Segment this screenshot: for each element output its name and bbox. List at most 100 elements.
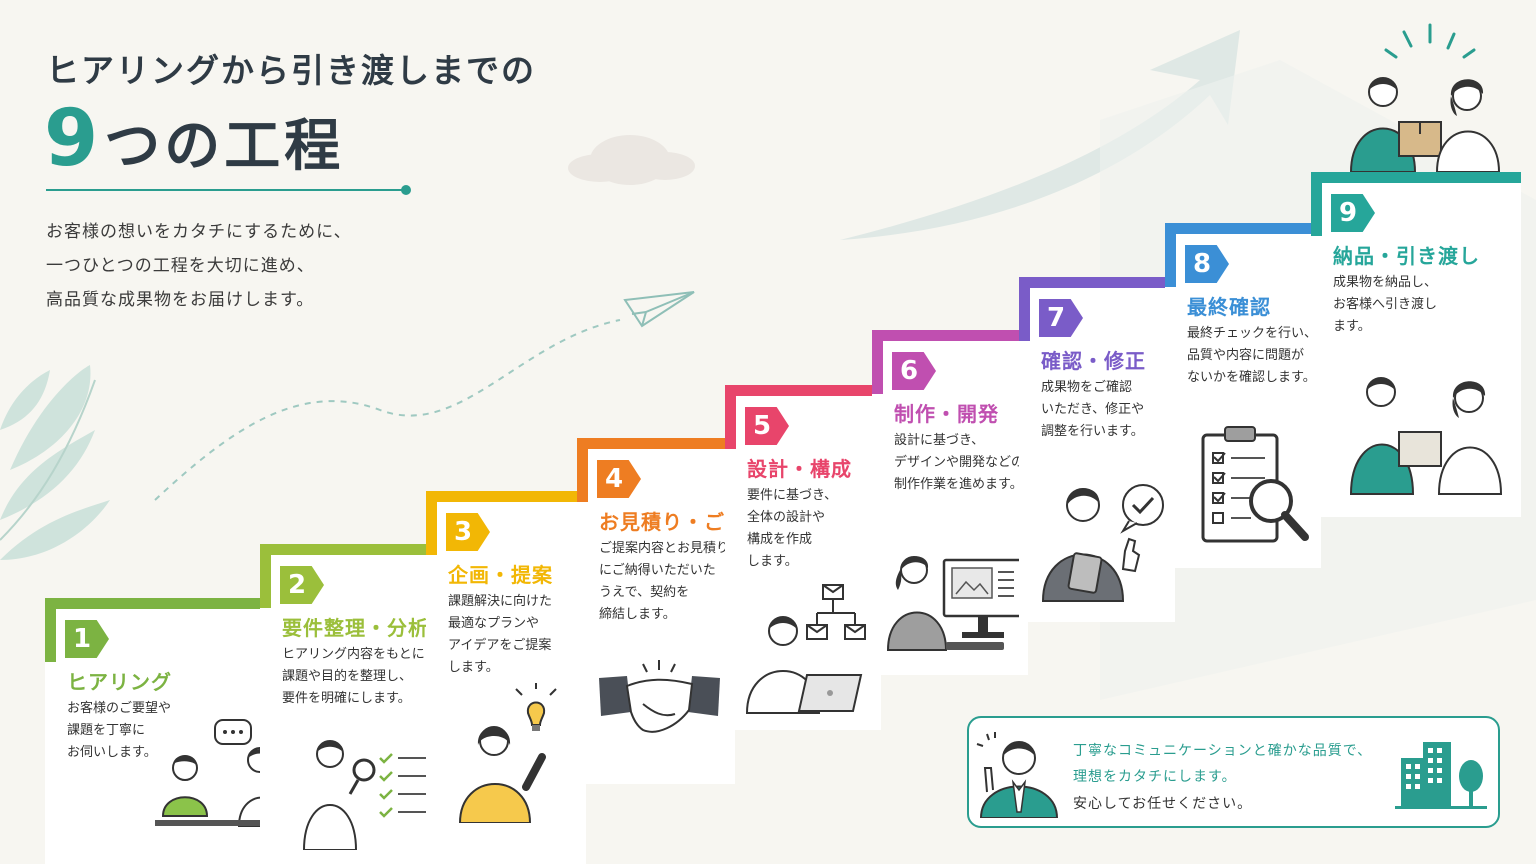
desc-line: 要件を明確にします。 <box>282 691 411 706</box>
step-topbar <box>577 438 735 449</box>
intro-line: 一つひとつの工程を大切に進め、 <box>46 256 315 276</box>
step-number-badge: 2 <box>280 566 324 604</box>
desc-line: デザインや開発などの <box>894 455 1025 470</box>
desc-line: 締結します。 <box>599 607 676 622</box>
step-number-badge: 5 <box>745 407 789 445</box>
title-divider <box>46 189 406 191</box>
step-card-6: 6 制作・開発 設計に基づき、 デザインや開発などの 制作作業を進めます。 <box>872 330 1028 675</box>
desc-line: 全体の設計や <box>747 510 826 525</box>
step-sidebar <box>872 330 883 394</box>
intro-line: お客様の想いをカタチにするために、 <box>46 222 352 242</box>
desc-line: します。 <box>747 554 798 569</box>
step-sidebar <box>45 598 56 662</box>
desc-line: 品質や内容に問題が <box>1187 348 1305 363</box>
step-number-badge: 1 <box>65 620 109 658</box>
step-sidebar <box>1019 277 1030 341</box>
title-number: 9 <box>44 94 99 184</box>
step-card-8: 8 最終確認 最終チェックを行い、 品質や内容に問題が ないかを確認します。 <box>1165 223 1321 568</box>
step-description: お客様のご要望や 課題を丁寧に お伺いします。 <box>67 698 171 764</box>
review-person-icon <box>1041 484 1164 602</box>
desc-line: うえで、契約を <box>599 585 690 600</box>
desc-line: 成果物をご確認 <box>1041 380 1133 395</box>
step-sidebar <box>577 438 588 502</box>
page-title: ヒアリングから引き渡しまでの <box>46 51 536 90</box>
desc-line: ご提案内容とお見積り <box>599 541 730 556</box>
message-line-2: 理想をカタチにします。 <box>1073 769 1237 785</box>
step-number-badge: 6 <box>892 352 936 390</box>
desc-line: 構成を作成 <box>747 532 813 547</box>
step-number-badge: 7 <box>1039 299 1083 337</box>
intro-text: お客様の想いをカタチにするために、 一つひとつの工程を大切に進め、 高品質な成果… <box>46 215 352 317</box>
sparkle-icon <box>1384 23 1476 59</box>
step-title: 納品・引き渡し <box>1333 244 1480 268</box>
developer-monitor-icon <box>886 556 1024 651</box>
step-sidebar <box>725 385 736 449</box>
step-card-3: 3 企画・提案 課題解決に向けた 最適なプランや アイデアをご提案 します。 <box>426 491 586 864</box>
step-title: 要件整理・分析 <box>282 616 429 640</box>
designer-laptop-icon <box>745 584 866 714</box>
desc-line: 要件に基づき、 <box>747 488 838 503</box>
desc-line: お客様のご要望や <box>67 701 172 716</box>
step-topbar <box>872 330 1028 341</box>
step-sidebar <box>1165 223 1176 287</box>
desc-line: 設計に基づき、 <box>894 433 985 448</box>
step-topbar <box>1019 277 1175 288</box>
cloud-icon <box>568 135 695 185</box>
desc-line: ないかを確認します。 <box>1187 370 1316 385</box>
step-sidebar <box>260 544 271 608</box>
step-title: 企画・提案 <box>448 563 553 587</box>
desc-line: 課題や目的を整理し、 <box>282 669 413 684</box>
step-number-badge: 8 <box>1185 245 1229 283</box>
step-title: 最終確認 <box>1187 295 1271 319</box>
desc-line: 最終チェックを行い、 <box>1187 326 1318 341</box>
desc-line: お客様へ引き渡し <box>1333 297 1438 312</box>
step-description: ヒアリング内容をもとに 課題や目的を整理し、 要件を明確にします。 <box>282 644 425 710</box>
step-topbar <box>260 544 436 555</box>
desc-line: ます。 <box>1333 319 1371 334</box>
delivery-people-icon <box>1349 377 1503 495</box>
step-description: ご提案内容とお見積り にご納得いただいた うえで、契約を 締結します。 <box>599 538 729 626</box>
idea-person-icon <box>458 683 557 823</box>
clipboard-magnifier-icon <box>1201 426 1309 543</box>
desc-line: 制作作業を進めます。 <box>894 477 1023 492</box>
businessman-icon <box>976 732 1059 818</box>
step-title: ヒアリング <box>67 670 172 694</box>
step-description: 課題解決に向けた 最適なプランや アイデアをご提案 します。 <box>448 591 552 679</box>
step-number-badge: 3 <box>446 513 490 551</box>
step-number-badge: 9 <box>1331 194 1375 232</box>
step-description: 成果物を納品し、 お客様へ引き渡し ます。 <box>1333 272 1437 338</box>
handshake-icon <box>599 660 720 733</box>
desc-line: 最適なプランや <box>448 616 540 631</box>
desc-line: 課題解決に向けた <box>448 594 553 609</box>
message-line-1: 丁寧なコミュニケーションと確かな品質で、 <box>1073 743 1373 759</box>
step-topbar <box>1311 172 1521 183</box>
desc-line: 調整を行います。 <box>1041 424 1144 439</box>
step-title: 確認・修正 <box>1041 349 1146 373</box>
desc-line: 成果物を納品し、 <box>1333 275 1438 290</box>
step-description: 要件に基づき、 全体の設計や 構成を作成 します。 <box>747 485 837 573</box>
desc-line: アイデアをご提案 <box>448 638 552 653</box>
building-tree-icon <box>1395 742 1487 809</box>
step-description: 設計に基づき、 デザインや開発などの 制作作業を進めます。 <box>894 430 1024 496</box>
step-topbar <box>426 491 586 502</box>
desc-line: 課題を丁寧に <box>67 723 146 738</box>
leaf-icon <box>0 365 110 560</box>
dashed-path <box>154 319 621 501</box>
desc-line: にご納得いただいた <box>599 563 716 578</box>
paper-plane-icon <box>623 291 695 328</box>
step-card-1: 1 ヒアリング お客様のご要望や 課題を丁寧に お伺いします。 <box>45 598 290 864</box>
step-card-2: 2 要件整理・分析 ヒアリング内容をもとに 課題や目的を整理し、 要件を明確にし… <box>260 544 436 864</box>
desc-line: いただき、修正や <box>1041 402 1145 417</box>
step-number-badge: 4 <box>597 460 641 498</box>
message-line-3: 安心してお任せください。 <box>1073 796 1253 812</box>
desc-line: お伺いします。 <box>67 745 157 760</box>
intro-line: 高品質な成果物をお届けします。 <box>46 290 315 310</box>
step-sidebar <box>426 491 437 555</box>
step-title: 設計・構成 <box>747 457 852 481</box>
message-box: 丁寧なコミュニケーションと確かな品質で、 理想をカタチにします。 安心してお任せ… <box>967 716 1500 828</box>
desc-line: ヒアリング内容をもとに <box>282 647 425 662</box>
step-topbar <box>1165 223 1321 234</box>
step-description: 最終チェックを行い、 品質や内容に問題が ないかを確認します。 <box>1187 323 1317 389</box>
handover-package-icon <box>1349 77 1501 172</box>
title-divider-dot <box>401 185 411 195</box>
